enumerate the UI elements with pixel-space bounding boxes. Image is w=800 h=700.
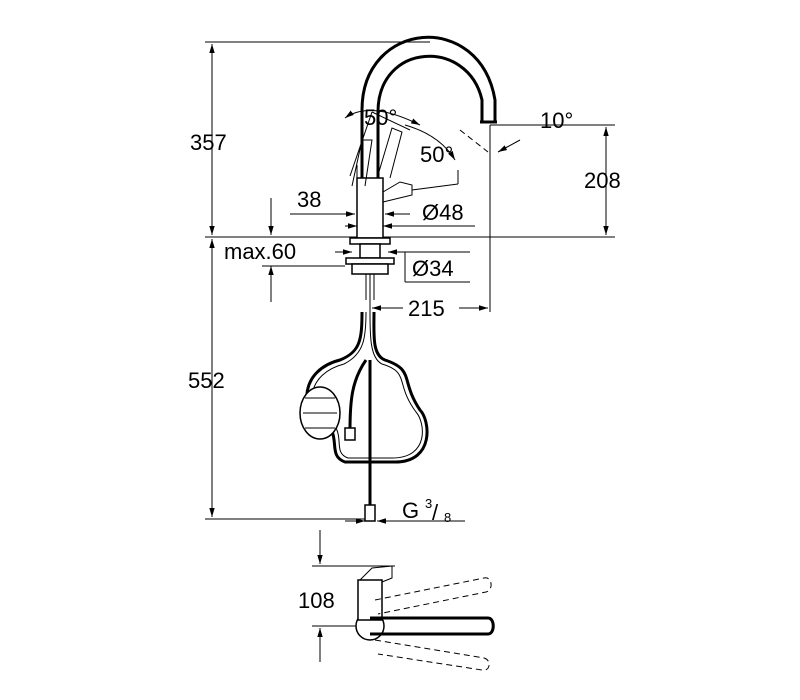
dim-body-diameter: Ø48 bbox=[422, 200, 464, 225]
angle-spout: 10° bbox=[540, 108, 573, 133]
dim-lever-width: 38 bbox=[297, 187, 321, 212]
dimension-357: 357 bbox=[190, 44, 227, 235]
dimension-208: 208 bbox=[584, 127, 621, 235]
dimension-max60: max.60 bbox=[224, 198, 345, 302]
hose-assembly bbox=[299, 311, 429, 522]
thread-slash: / bbox=[432, 500, 439, 525]
faucet-body bbox=[345, 36, 497, 300]
dim-spout-height: 208 bbox=[584, 168, 621, 193]
dim-spout-reach: 215 bbox=[408, 296, 445, 321]
thread-numerator: 3 bbox=[425, 496, 432, 511]
dimension-38: 38 bbox=[290, 165, 410, 230]
dim-hose-length: 552 bbox=[188, 368, 225, 393]
angle-handle-left: 50° bbox=[364, 105, 397, 130]
thread-prefix: G bbox=[402, 498, 419, 523]
dim-top-offset: 108 bbox=[298, 588, 335, 613]
dim-hole-diameter: Ø34 bbox=[412, 256, 454, 281]
dimension-215: 215 bbox=[372, 294, 488, 321]
thread-denominator: 8 bbox=[444, 510, 451, 525]
top-view: 108 bbox=[298, 530, 495, 671]
angle-handle-right: 50° bbox=[420, 142, 453, 167]
dim-height-top: 357 bbox=[190, 130, 227, 155]
dimension-552: 552 bbox=[188, 239, 225, 517]
dimension-thread: G 3 / 8 bbox=[345, 496, 465, 525]
dimension-d34: Ø34 bbox=[335, 249, 470, 283]
angle-annotations: 50° 50° 10° bbox=[344, 105, 573, 191]
dim-deck-thickness: max.60 bbox=[224, 239, 296, 264]
dimension-d48: Ø48 bbox=[345, 200, 475, 229]
